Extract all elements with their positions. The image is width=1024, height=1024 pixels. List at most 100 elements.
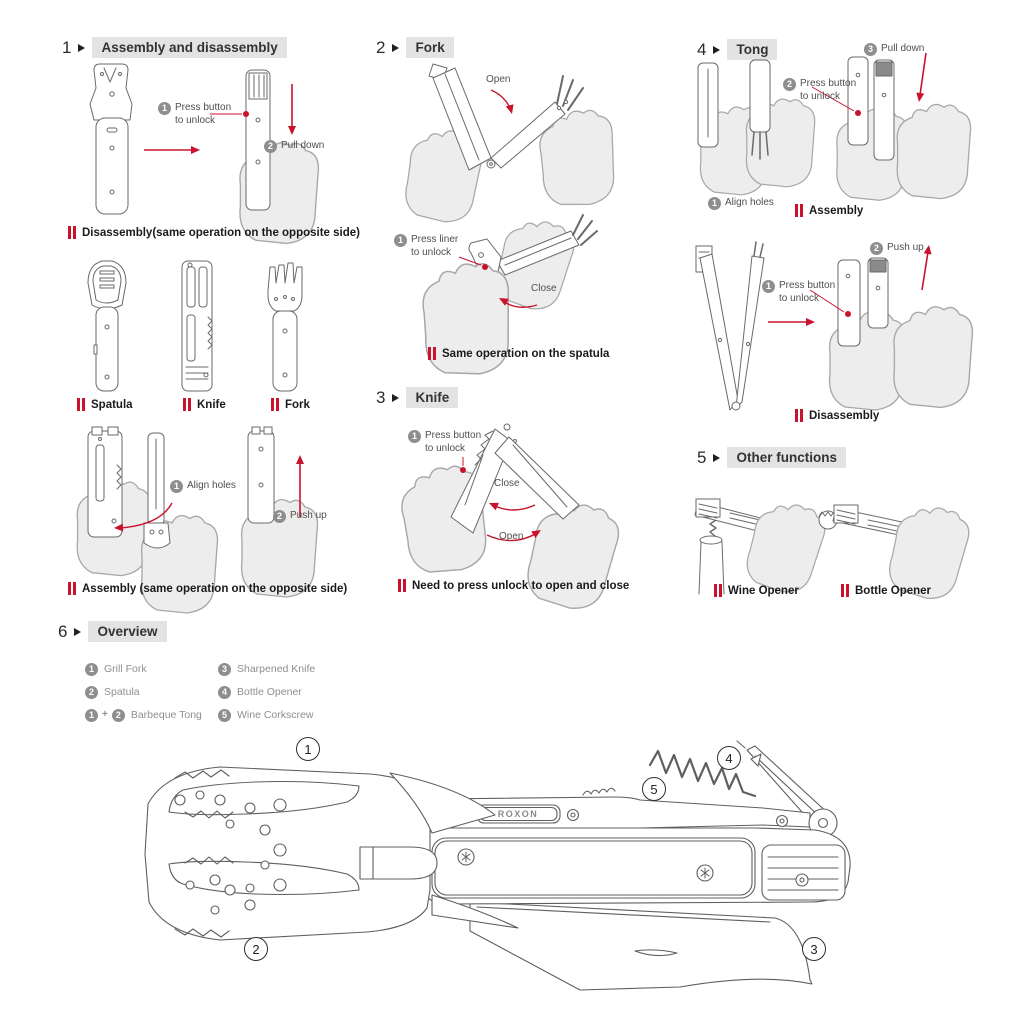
section-arrow-icon [713,45,721,54]
legend-barbeque-tong: 1 + 2 Barbeque Tong [85,708,202,722]
section-arrow-icon [713,453,721,462]
figure-disassembly-steps [89,63,320,245]
tong-head-drawing [144,766,519,941]
step-badge: 1 [408,429,421,443]
section-1-header: 1 Assembly and disassembly [62,37,287,58]
fork-half-drawing [749,59,771,160]
corkscrew-drawing [648,749,757,798]
legend-spatula: 2 Spatula [85,685,140,699]
caption-marker-icon [398,579,406,592]
legend-grill-fork: 1 Grill Fork [85,662,147,676]
callout-bottle-opener: 4 [717,746,741,770]
label-close: Close [494,478,520,489]
figure-other-functions [694,495,974,605]
caption-marker-icon [714,584,722,597]
step-press-button: 1 Press button to unlock [762,279,835,305]
grip-section [761,844,846,901]
section-6-header: 6 Overview [58,621,167,642]
red-annotations [113,455,304,532]
red-annotations [458,256,538,308]
section-title: Other functions [727,447,846,468]
label-knife: Knife [183,398,226,411]
knife-part-drawing [87,426,123,538]
legend-badge: 1 [85,662,98,676]
step-badge: 1 [394,233,407,247]
legend-bottle-opener: 4 Bottle Opener [218,685,302,699]
red-annotations [460,457,544,542]
caption-marker-icon [68,582,76,595]
caption-assembly: Assembly (same operation on the opposite… [68,582,347,595]
step-badge: 1 [708,196,721,210]
section-number: 6 [58,621,68,641]
caption-marker-icon [183,398,191,411]
step-pull-down: 2 Pull down [264,139,324,153]
knife-handle-drawing [450,423,517,534]
step-badge: 1 [170,479,183,493]
step-badge: 2 [273,509,286,523]
step-align-holes: 1 Align holes [708,196,774,210]
tool-half-drawing [837,259,861,347]
section-number: 5 [697,447,707,467]
red-annotations [144,84,296,154]
open-tong-drawing [695,241,765,411]
section-number: 4 [697,39,707,59]
tool-half-drawing [847,56,869,146]
step-press-button: 1 Press button to unlock [158,101,231,127]
legend-badge: 2 [85,685,98,699]
callout-wine-corkscrew: 5 [642,777,666,801]
fork-arm-drawing [496,214,598,276]
caption-tong-assembly: Assembly [795,204,863,217]
legend-badge: 2 [111,708,125,722]
tool-half-drawing [873,59,895,161]
hand-icon [896,103,972,200]
section-5-header: 5 Other functions [697,447,846,468]
caption-marker-icon [795,204,803,217]
unlock-liner-dot [482,264,488,270]
caption-spatula-same: Same operation on the spatula [428,347,609,360]
unlock-button-dot [845,311,851,317]
top-plate-drawing: ROXON [424,787,838,838]
section-number: 1 [62,37,72,57]
hand-icon [893,306,974,409]
lower-flap [431,894,519,929]
label-open: Open [499,531,524,542]
section-title: Assembly and disassembly [92,37,287,58]
assembled-tool-drawing [247,426,275,524]
figure-tong-assembly [697,52,972,201]
legend-badge: 5 [218,708,231,722]
knife-closed-drawing [181,260,213,392]
callout-knife: 3 [802,937,826,961]
caption-marker-icon [68,226,76,239]
callout-spatula: 2 [244,937,268,961]
caption-marker-icon [795,409,803,422]
caption-marker-icon [77,398,85,411]
caption-bottle-opener: Bottle Opener [841,584,931,597]
figure-three-tools [87,260,303,392]
label-open: Open [486,74,511,85]
section-title: Knife [406,387,459,408]
step-badge: 3 [864,42,877,56]
section-number: 3 [376,387,386,407]
figure-knife-open-close [395,423,624,616]
step-badge: 2 [264,139,277,153]
lower-handle-drawing [419,827,851,905]
section-2-header: 2 Fork [376,37,454,58]
spatula-flap [389,772,496,834]
hand-icon [521,495,624,616]
brand-logo: ROXON [498,809,539,819]
step-badge: 1 [158,101,171,115]
section-number: 2 [376,37,386,57]
legend-badge: 4 [218,685,231,699]
section-title: Fork [406,37,454,58]
figure-assembly-steps [76,426,319,614]
fork-drawing [267,262,303,392]
figure-fork-close [419,212,598,379]
step-press-liner: 1 Press liner to unlock [394,233,458,259]
legend-wine-corkscrew: 5 Wine Corkscrew [218,708,313,722]
step-badge: 2 [783,77,796,91]
unlock-button-dot [243,111,249,117]
section-arrow-icon [74,627,82,636]
red-annotations [768,244,933,326]
step-pull-down: 3 Pull down [864,42,924,56]
